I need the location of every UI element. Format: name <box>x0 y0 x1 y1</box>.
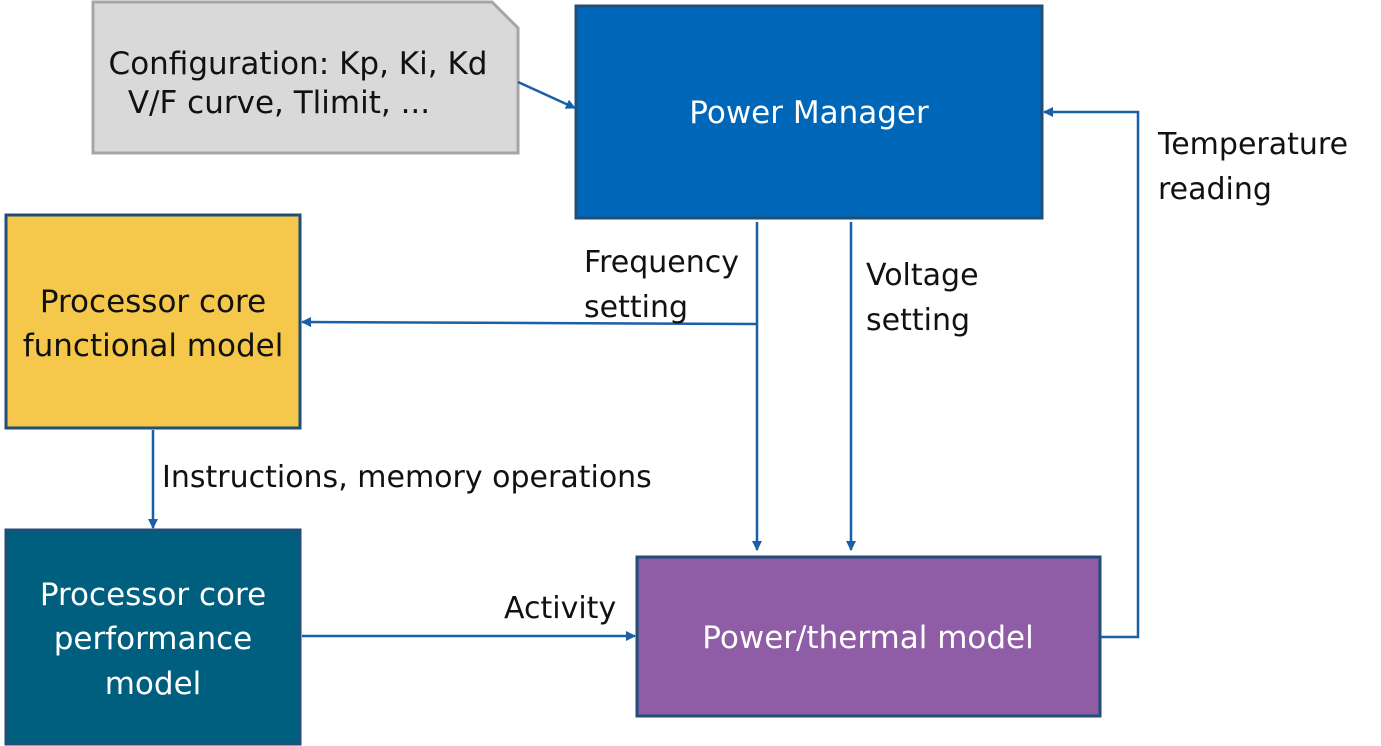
temperature-feedback-arrow <box>1043 107 1140 639</box>
activity-label: Activity <box>504 591 616 626</box>
config-to-power-manager-arrow <box>517 80 576 110</box>
functional-model-line-1: Processor core <box>40 284 266 320</box>
thermal-model-label: Power/thermal model <box>702 620 1033 656</box>
power-manager-node: Power Manager <box>574 4 1044 220</box>
frequency-label-line-2: setting <box>584 290 688 325</box>
performance-model-line-2: performance <box>54 621 253 657</box>
thermal-model-box <box>635 555 1102 718</box>
config-line-1: Configuration: Kp, Ki, Kd <box>109 46 488 82</box>
power-manager-label: Power Manager <box>689 95 929 131</box>
temperature-label-line-1: Temperature <box>1157 127 1348 162</box>
config-shape <box>91 0 520 155</box>
functional-model-line-2: functional model <box>23 328 284 364</box>
voltage-label-line-1: Voltage <box>866 258 979 293</box>
temperature-label-line-2: reading <box>1158 172 1272 207</box>
instructions-label: Instructions, memory operations <box>162 460 652 495</box>
performance-model-line-1: Processor core <box>40 577 266 613</box>
thermal-model-node: Power/thermal model <box>635 555 1102 718</box>
performance-model-line-3: model <box>105 666 202 702</box>
functional-model-node: Processor core functional model <box>4 213 302 430</box>
voltage-label-line-2: setting <box>866 303 970 338</box>
config-line-2: V/F curve, Tlimit, ... <box>128 85 430 121</box>
power-manager-box <box>574 4 1044 220</box>
functional-model-box <box>4 213 302 430</box>
performance-model-box <box>4 528 302 746</box>
frequency-to-functional-arrow <box>301 317 758 328</box>
frequency-label-line-1: Frequency <box>584 245 739 280</box>
config-node: Configuration: Kp, Ki, Kd V/F curve, Tli… <box>91 0 520 155</box>
performance-model-node: Processor core performance model <box>4 528 302 746</box>
